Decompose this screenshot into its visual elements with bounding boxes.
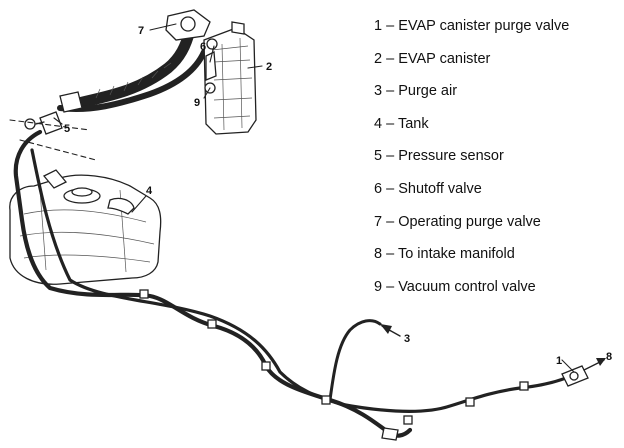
legend-item: 2 – EVAP canister: [374, 43, 620, 76]
legend-number: 5: [374, 148, 383, 165]
legend-label: Vacuum control valve: [398, 278, 536, 295]
legend-separator: –: [382, 115, 398, 132]
legend-separator: –: [382, 18, 399, 34]
callout-6: 6: [200, 41, 206, 53]
legend-number: 8: [374, 246, 383, 263]
callout-5: 5: [64, 123, 70, 135]
legend-item: 8 – To intake manifold: [374, 238, 620, 271]
legend-separator: –: [382, 278, 399, 295]
pressure-sensor: [9, 111, 97, 161]
purge-lines: [13, 129, 582, 441]
fuel-tank: [9, 169, 162, 285]
callout-7: 7: [138, 25, 144, 37]
evap-canister: [203, 21, 257, 135]
legend-label: Operating purge valve: [398, 213, 541, 230]
component-legend: 1 – EVAP canister purge valve 2 – EVAP c…: [374, 10, 620, 303]
legend-number: 7: [374, 213, 383, 230]
callout-9: 9: [194, 97, 200, 109]
legend-item: 7 – Operating purge valve: [374, 206, 620, 239]
legend-label: EVAP canister purge valve: [398, 18, 570, 34]
legend-number: 4: [374, 115, 383, 132]
callout-2: 2: [266, 61, 272, 73]
callout-leaders: [53, 23, 606, 373]
legend-separator: –: [382, 246, 398, 263]
legend-number: 6: [374, 180, 383, 197]
legend-number: 1: [374, 18, 383, 34]
callout-1: 1: [556, 355, 562, 367]
legend-label: Pressure sensor: [398, 148, 504, 165]
legend-number: 2: [374, 50, 383, 67]
legend-item: 1 – EVAP canister purge valve: [374, 10, 620, 43]
filler-neck-hose: [57, 9, 211, 113]
callout-4: 4: [146, 185, 153, 197]
legend-item: 5 – Pressure sensor: [374, 140, 620, 173]
legend-separator: –: [382, 83, 399, 100]
legend-label: Tank: [397, 115, 429, 132]
legend-number: 9: [374, 278, 383, 295]
legend-item: 3 – Purge air: [374, 75, 620, 108]
legend-separator: –: [382, 50, 399, 67]
legend-label: Shutoff valve: [398, 180, 482, 197]
legend-label: To intake manifold: [397, 246, 515, 263]
legend-number: 3: [374, 83, 383, 100]
legend-separator: –: [382, 148, 399, 165]
callout-3: 3: [404, 333, 410, 345]
legend-label: Purge air: [398, 83, 458, 100]
legend-separator: –: [382, 180, 399, 197]
callout-8: 8: [606, 351, 612, 363]
evap-canister-purge-valve: [561, 365, 589, 387]
legend-item: 9 – Vacuum control valve: [374, 271, 620, 304]
legend-item: 6 – Shutoff valve: [374, 173, 620, 206]
legend-label: EVAP canister: [398, 50, 491, 67]
legend-separator: –: [382, 213, 399, 230]
legend-item: 4 – Tank: [374, 108, 620, 141]
